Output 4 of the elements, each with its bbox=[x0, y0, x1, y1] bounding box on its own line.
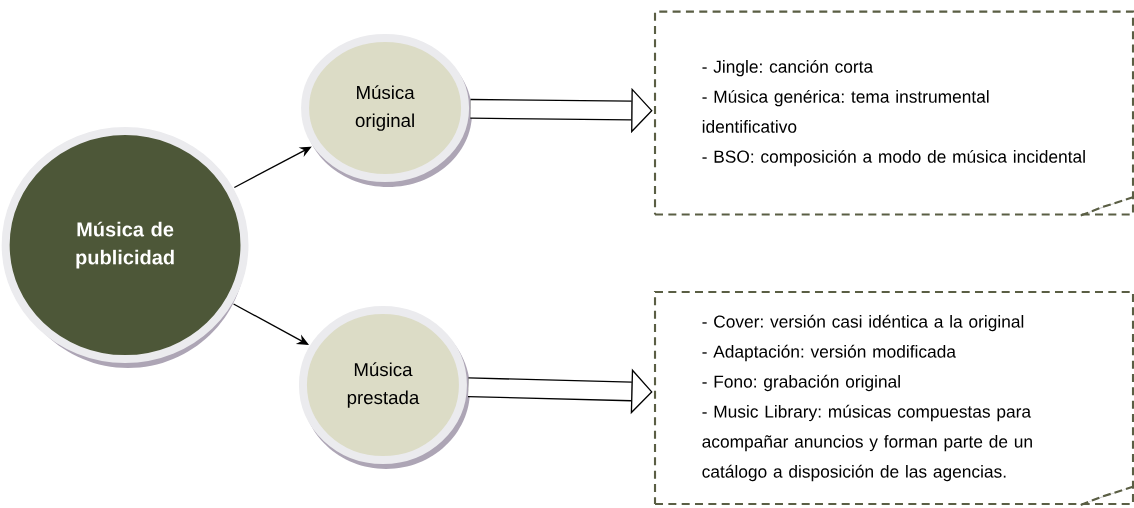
note-box: - Jingle: canción corta - Música genérica: tema instrumental identificativo - BSO: composición a modo de música incidental bbox=[653, 10, 1134, 217]
note-box: - Cover: versión casi idéntica a la original - Adaptación: versión modificada - Fono: grabación original - Music Library: músicas compuestas para acompañar anuncios y forman parte de un catálogo a disposición de las agencias. bbox=[653, 290, 1134, 507]
arrow bbox=[232, 303, 309, 345]
arrow bbox=[233, 146, 312, 189]
